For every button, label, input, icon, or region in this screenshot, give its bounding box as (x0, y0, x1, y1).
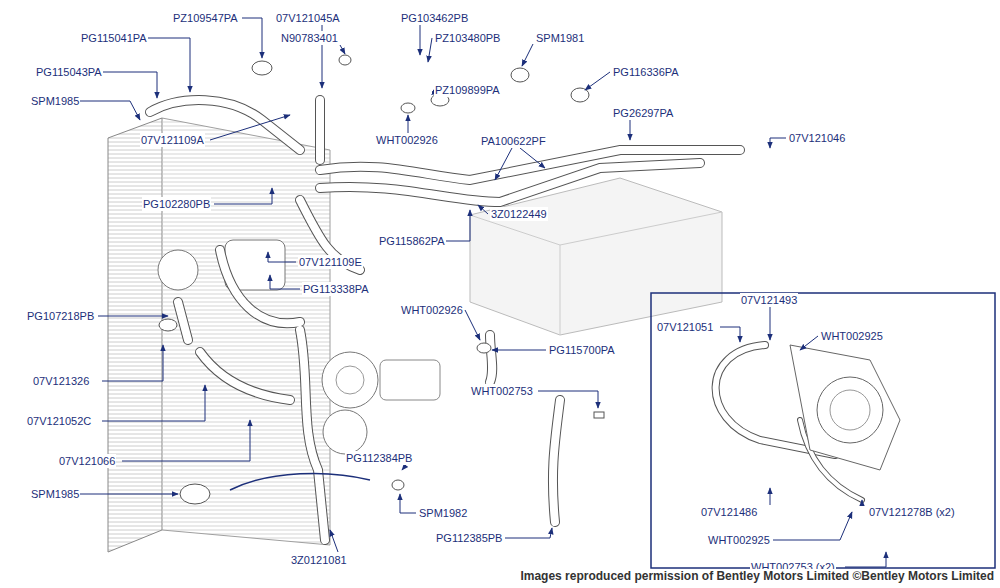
part-number: PG115041PA (80, 31, 148, 45)
part-number: PG112385PB (435, 531, 503, 545)
part-number: WHT002753 (470, 384, 534, 398)
part-number: 07V121109E (298, 255, 363, 269)
part-number: 07V121109A (140, 133, 205, 147)
part-number: SPM1985 (30, 94, 80, 108)
part-number: 07V121066 (58, 454, 116, 468)
part-number: WHT002925 (820, 329, 884, 343)
part-number: 07V121046 (788, 131, 846, 145)
part-number: PG115043PA (35, 65, 103, 79)
part-number: PG112384PB (345, 451, 413, 465)
part-number: PG113338PA (302, 282, 370, 296)
part-number: PG116336PA (612, 65, 680, 79)
part-number: N90783401 (280, 31, 339, 45)
part-number: WHT002925 (707, 533, 771, 547)
part-number: PZ109899PA (434, 83, 501, 97)
part-number: WHT002926 (375, 133, 439, 147)
part-number: SPM1985 (30, 487, 80, 501)
part-number: PG102280PB (142, 197, 211, 211)
part-number: 3Z0121081 (290, 553, 348, 567)
part-number: SPM1981 (535, 31, 585, 45)
part-number: 07V121051 (656, 320, 714, 334)
part-number: WHT002926 (400, 303, 464, 317)
part-number: PG107218PB (26, 309, 95, 323)
part-number: 07V121486 (700, 505, 758, 519)
part-number: 07V121052C (26, 414, 92, 428)
part-number: 3Z0122449 (490, 207, 548, 221)
part-number: PG26297PA (612, 106, 674, 120)
copyright-caption: Images reproduced permission of Bentley … (520, 569, 994, 584)
part-number: PG115700PA (548, 343, 616, 357)
part-number: PZ109547PA (172, 11, 239, 25)
part-number: SPM1982 (418, 506, 468, 520)
part-number: PG115862PA (378, 234, 446, 248)
part-number: 07V121326 (32, 374, 90, 388)
part-number: 07V121493 (740, 293, 798, 307)
part-number: PA100622PF (480, 134, 547, 148)
part-number: PG103462PB (400, 11, 469, 25)
part-number: 07V121045A (275, 11, 341, 25)
part-number: 07V121278B (x2) (868, 505, 956, 519)
part-number: PZ103480PB (434, 31, 501, 45)
